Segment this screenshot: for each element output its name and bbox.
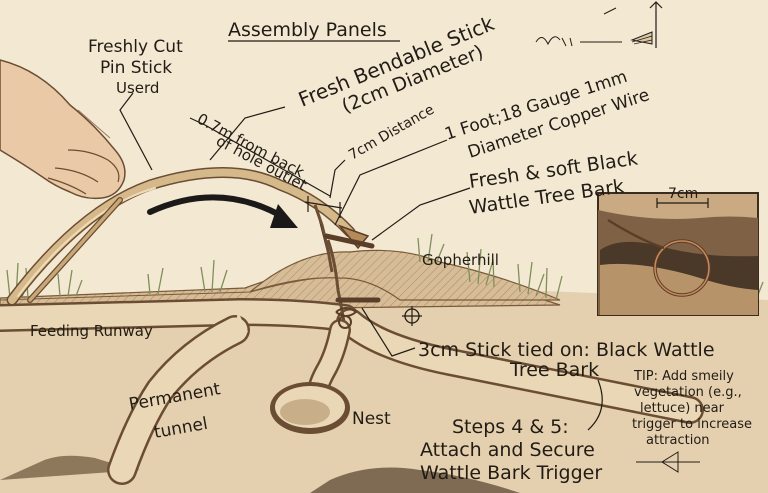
gopherhill-label: Gopherhill (422, 251, 499, 269)
steps-label-2: Attach and Secure (420, 439, 595, 461)
pin-stick-label-3: Userd (116, 79, 159, 97)
tip-line-1: TIP: Add smeily (633, 369, 734, 384)
triangle-mark-icon (603, 1, 700, 473)
hand-icon (0, 59, 126, 200)
tip-line-5: attraction (646, 433, 710, 448)
labels: Assembly Panels Freshly Cut Pin Stick Us… (30, 11, 752, 484)
tip-line-2: vegetation (e.g., (634, 385, 742, 400)
leader-lines (119, 92, 603, 431)
nest-chamber (270, 382, 350, 434)
crosshair-icon (402, 306, 422, 326)
inset-panel (597, 192, 759, 316)
grass (6, 233, 764, 301)
tip-line-3: lettuce) near (640, 401, 725, 416)
stick-tied-label-2: Tree Bark (509, 359, 599, 381)
trigger-mechanism (313, 204, 381, 329)
tip-line-4: trigger to increase (632, 417, 752, 432)
pin-stick (27, 197, 123, 303)
feeding-runway-label: Feeding Runway (30, 322, 153, 340)
stick-tied-label-1: 3cm Stick tied on: Black Wattle (418, 339, 715, 361)
tunnel-system (0, 297, 704, 485)
pin-stick-label-1: Freshly Cut (88, 37, 183, 57)
signature-mark-icon (535, 36, 622, 47)
steps-label-3: Wattle Bark Trigger (420, 462, 602, 484)
inset-measure-label: 7cm (668, 186, 698, 202)
steps-label-1: Steps 4 & 5: (452, 416, 569, 438)
nest-label: Nest (352, 409, 391, 429)
pin-stick-label-2: Pin Stick (100, 58, 172, 78)
title: Assembly Panels (228, 19, 387, 41)
arrow-icon (147, 194, 298, 228)
bendable-stick (6, 167, 356, 306)
